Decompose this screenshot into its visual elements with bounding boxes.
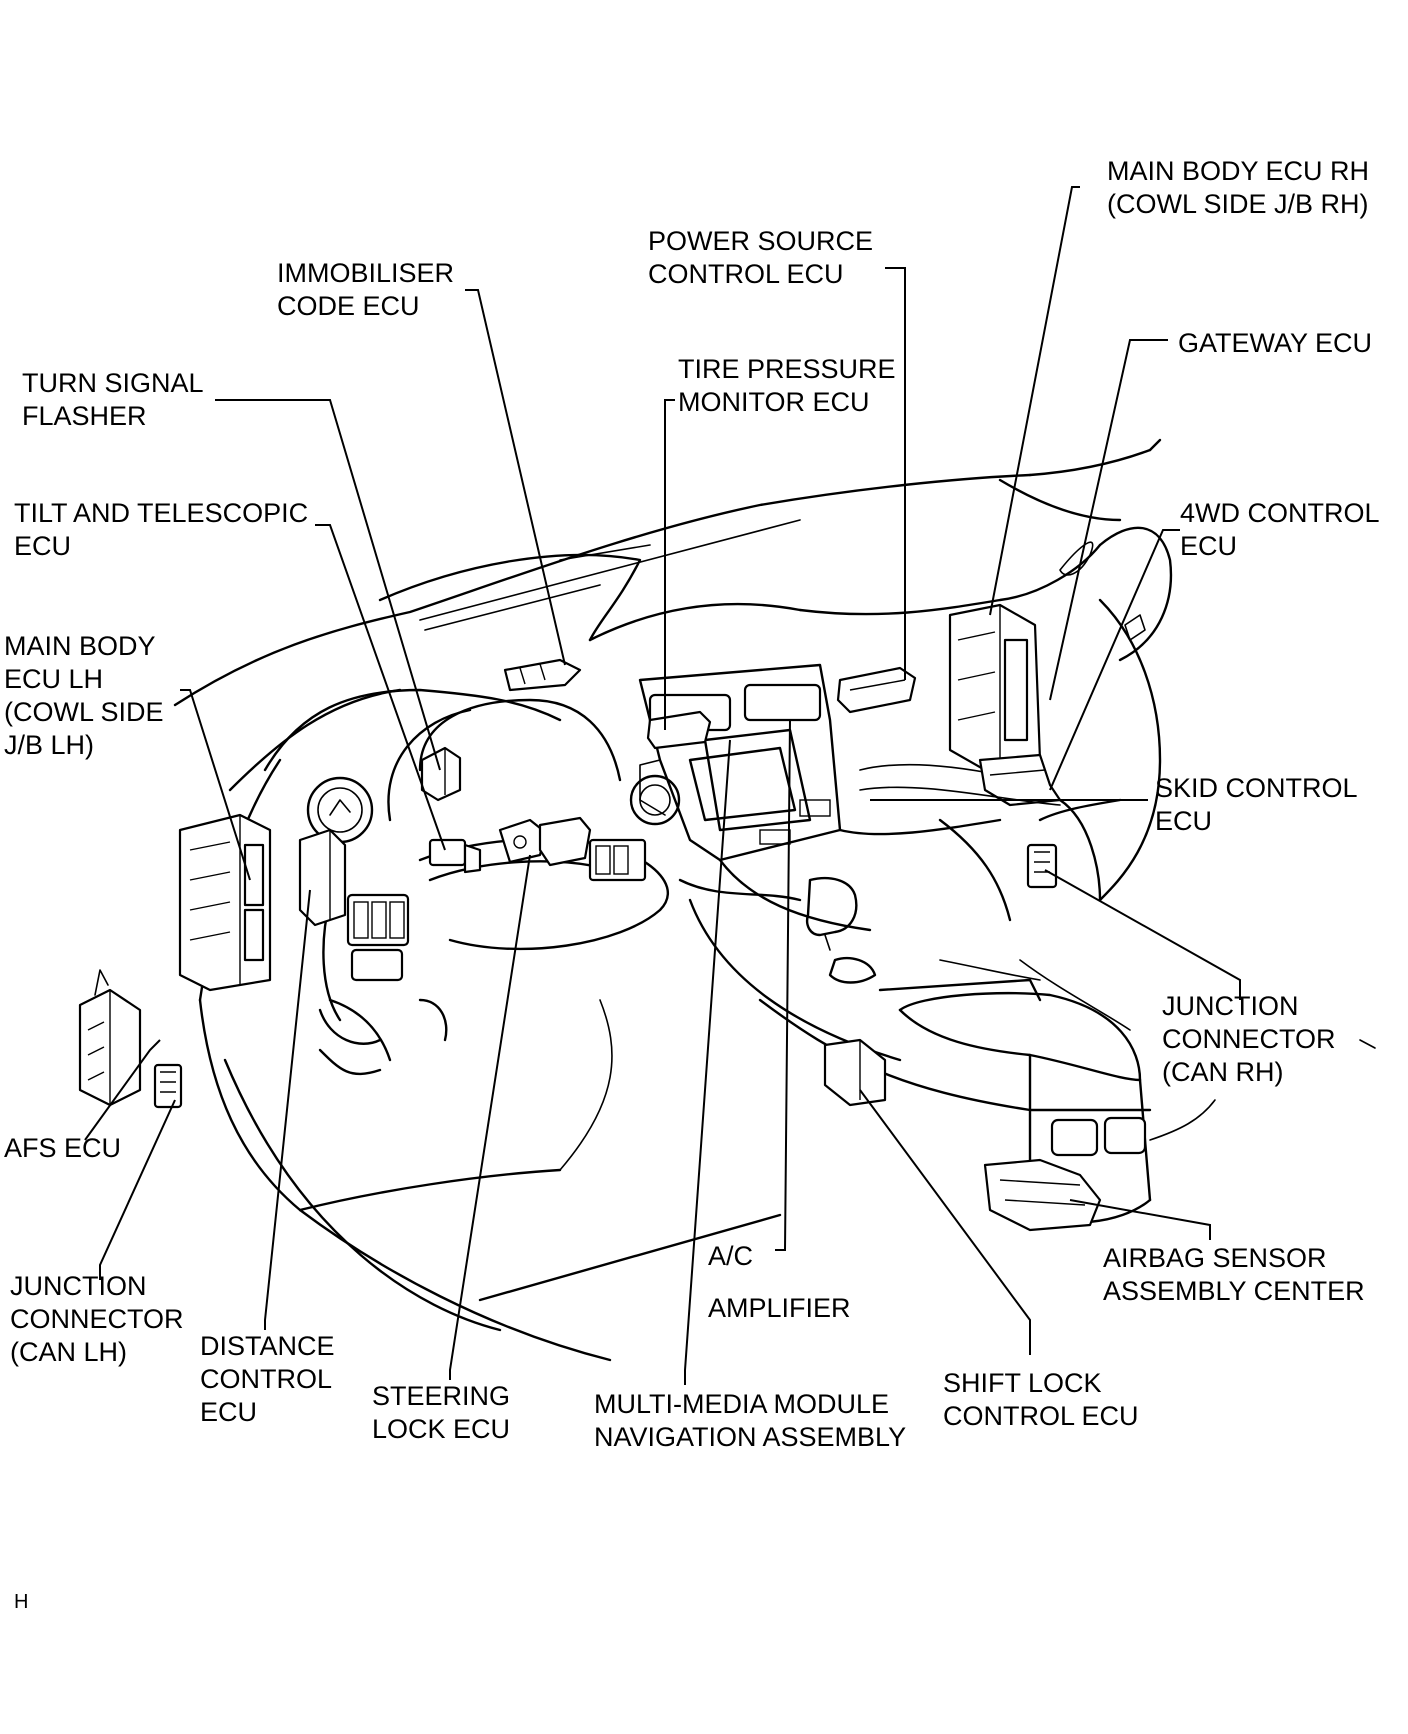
- leader-lines: [84, 186, 1241, 1385]
- label-tire-pressure-monitor-ecu: TIRE PRESSURE MONITOR ECU: [678, 354, 903, 417]
- junction-connector-can-lh-part: [153, 1063, 183, 1109]
- power-source-control-ecu-part: [836, 666, 917, 714]
- distance-control-ecu-part: [298, 828, 347, 927]
- vehicle-interior-drawing: [173, 438, 1376, 1362]
- label-steering-lock-ecu: STEERING LOCK ECU: [372, 1381, 518, 1444]
- gateway-4wd-bracket-part: [978, 753, 1062, 807]
- airbag-sensor-assembly-part: [983, 1158, 1102, 1232]
- main-body-ecu-lh-part: [178, 813, 272, 992]
- wiring-harness: [859, 786, 1061, 806]
- corner-mark: H: [14, 1591, 28, 1613]
- main-body-ecu-rh-part: [948, 603, 1042, 772]
- label-shift-lock-control-ecu: SHIFT LOCK CONTROL ECU: [943, 1368, 1139, 1431]
- label-ac-amplifier: A/C AMPLIFIER: [708, 1241, 851, 1323]
- immobiliser-code-ecu-part: [503, 658, 582, 692]
- label-gateway-ecu: GATEWAY ECU: [1178, 328, 1372, 358]
- junction-connector-can-rh-part: [1026, 843, 1058, 889]
- tire-pressure-monitor-ecu-part: [646, 710, 712, 750]
- label-afs-ecu: AFS ECU: [4, 1133, 121, 1163]
- label-turn-signal-flasher: TURN SIGNAL FLASHER: [22, 368, 210, 431]
- turn-signal-flasher-part: [420, 746, 462, 802]
- label-tilt-and-telescopic-ecu: TILT AND TELESCOPIC ECU: [14, 498, 316, 561]
- label-airbag-sensor-assembly-center: AIRBAG SENSOR ASSEMBLY CENTER: [1103, 1243, 1365, 1306]
- label-skid-control-ecu: SKID CONTROL ECU: [1155, 773, 1364, 836]
- steering-lock-ecu-part: [498, 816, 592, 867]
- afs-ecu-part: [78, 969, 142, 1107]
- label-main-body-ecu-rh: MAIN BODY ECU RH (COWL SIDE J/B RH): [1107, 156, 1377, 219]
- label-immobiliser-code-ecu: IMMOBILISER CODE ECU: [277, 258, 462, 321]
- label-main-body-ecu-lh: MAIN BODY ECU LH (COWL SIDE J/B LH): [4, 631, 171, 760]
- label-distance-control-ecu: DISTANCE CONTROL ECU: [200, 1331, 342, 1427]
- label-power-source-control-ecu: POWER SOURCE CONTROL ECU: [648, 226, 881, 289]
- label-junction-connector-can-lh: JUNCTION CONNECTOR (CAN LH): [10, 1271, 191, 1367]
- shift-lock-control-ecu-part: [823, 1038, 887, 1107]
- label-multi-media-module: MULTI-MEDIA MODULE NAVIGATION ASSEMBLY: [594, 1389, 906, 1452]
- label-4wd-control-ecu: 4WD CONTROL ECU: [1180, 498, 1386, 561]
- tilt-telescopic-ecu-part: [428, 838, 482, 874]
- label-junction-connector-can-rh: JUNCTION CONNECTOR (CAN RH): [1162, 991, 1343, 1087]
